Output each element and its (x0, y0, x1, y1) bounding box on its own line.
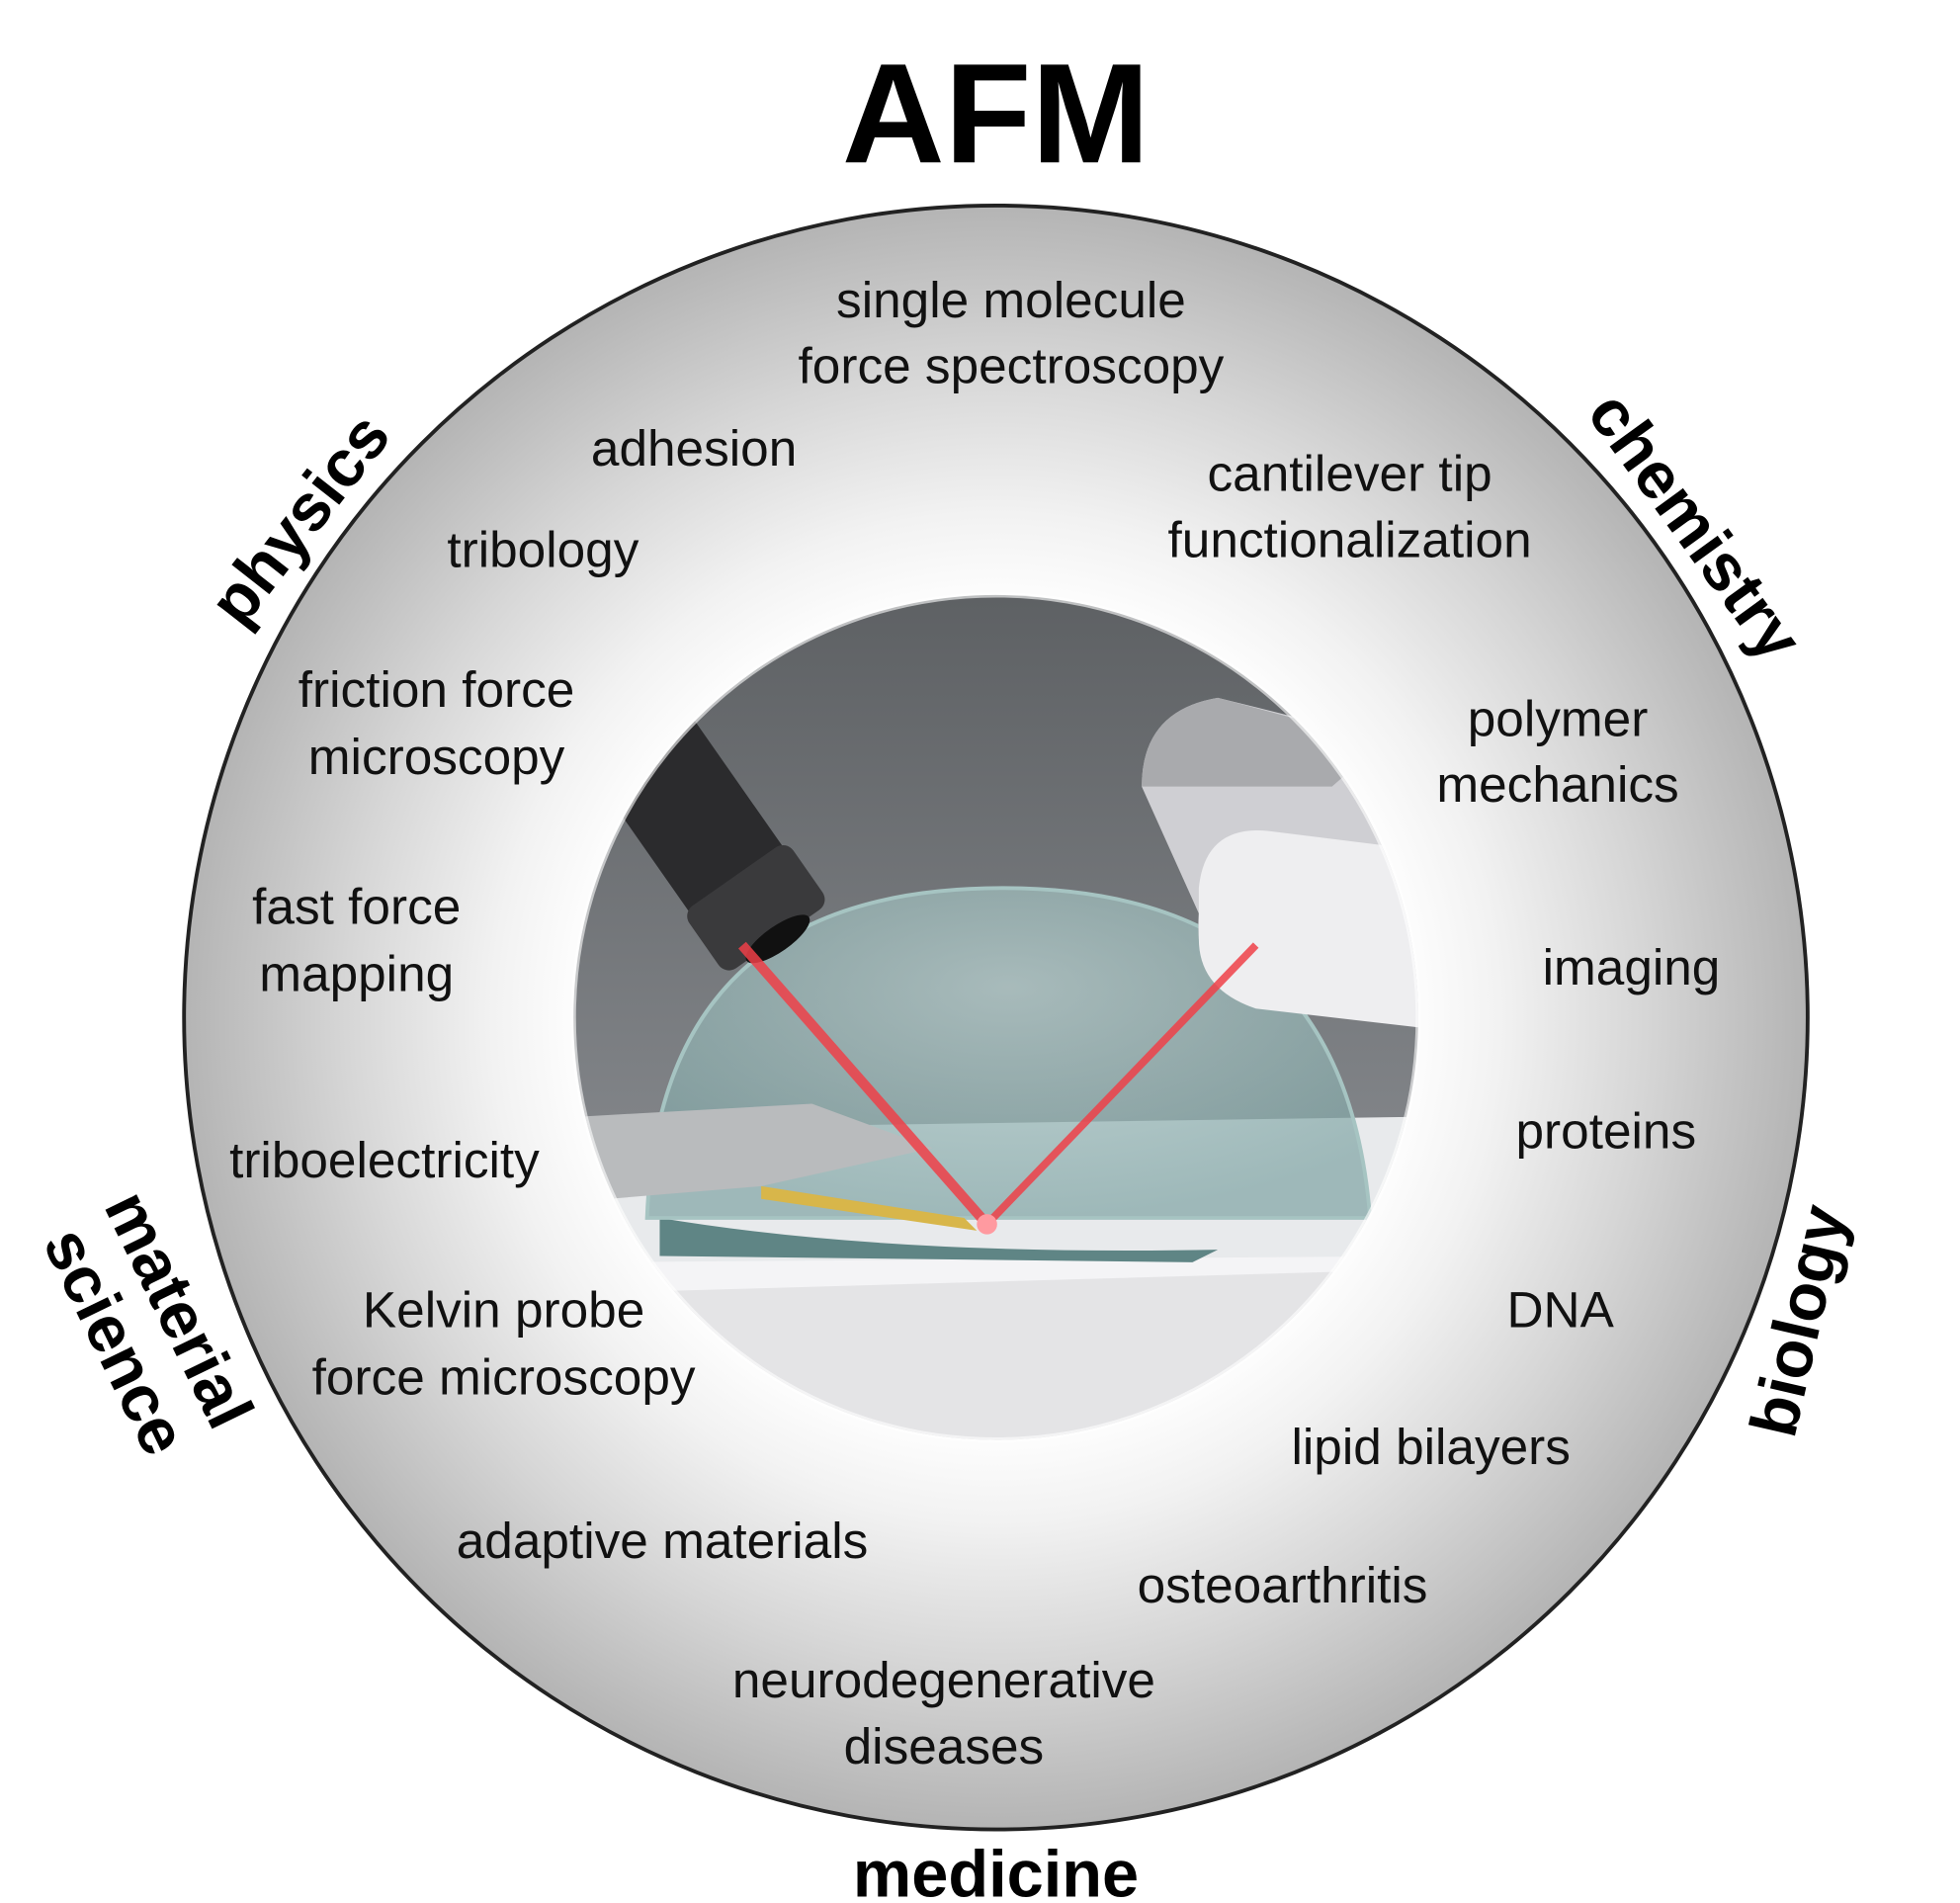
laser-beam-incident (738, 941, 991, 1228)
label-cantilever-tip: cantilever tip (1208, 446, 1492, 502)
label-triboelectricity: triboelectricity (229, 1132, 540, 1188)
label-single-molecule: single molecule (836, 272, 1186, 328)
category-medicine: medicine (853, 1839, 1139, 1903)
afm-illustration (573, 594, 1418, 1440)
label-adhesion: adhesion (591, 420, 797, 476)
label-mapping: mapping (259, 945, 454, 1001)
label-adaptive-materials: adaptive materials (457, 1513, 869, 1569)
label-functionalization: functionalization (1168, 511, 1532, 567)
label-tribology: tribology (447, 522, 639, 578)
diagram-title: AFM (842, 35, 1150, 193)
label-diseases: diseases (844, 1718, 1045, 1774)
label-force-spectroscopy: force spectroscopy (799, 338, 1225, 394)
label-friction-force: friction force (298, 661, 575, 718)
label-friction-microscopy: microscopy (308, 729, 565, 785)
label-fast-force: fast force (252, 878, 461, 934)
label-lipid-bilayers: lipid bilayers (1292, 1419, 1571, 1475)
laser-beam-reflected (983, 942, 1259, 1228)
label-polymer: polymer (1468, 690, 1649, 746)
label-osteoarthritis: osteoarthritis (1138, 1557, 1428, 1613)
label-dna: DNA (1506, 1281, 1614, 1338)
label-neurodegenerative: neurodegenerative (732, 1652, 1155, 1708)
label-kelvin-microscopy: force microscopy (312, 1348, 696, 1405)
label-imaging: imaging (1543, 939, 1721, 995)
label-kelvin-probe: Kelvin probe (363, 1281, 644, 1338)
label-mechanics: mechanics (1436, 756, 1678, 813)
cantilever-icon (761, 1185, 978, 1231)
label-proteins: proteins (1516, 1102, 1697, 1159)
